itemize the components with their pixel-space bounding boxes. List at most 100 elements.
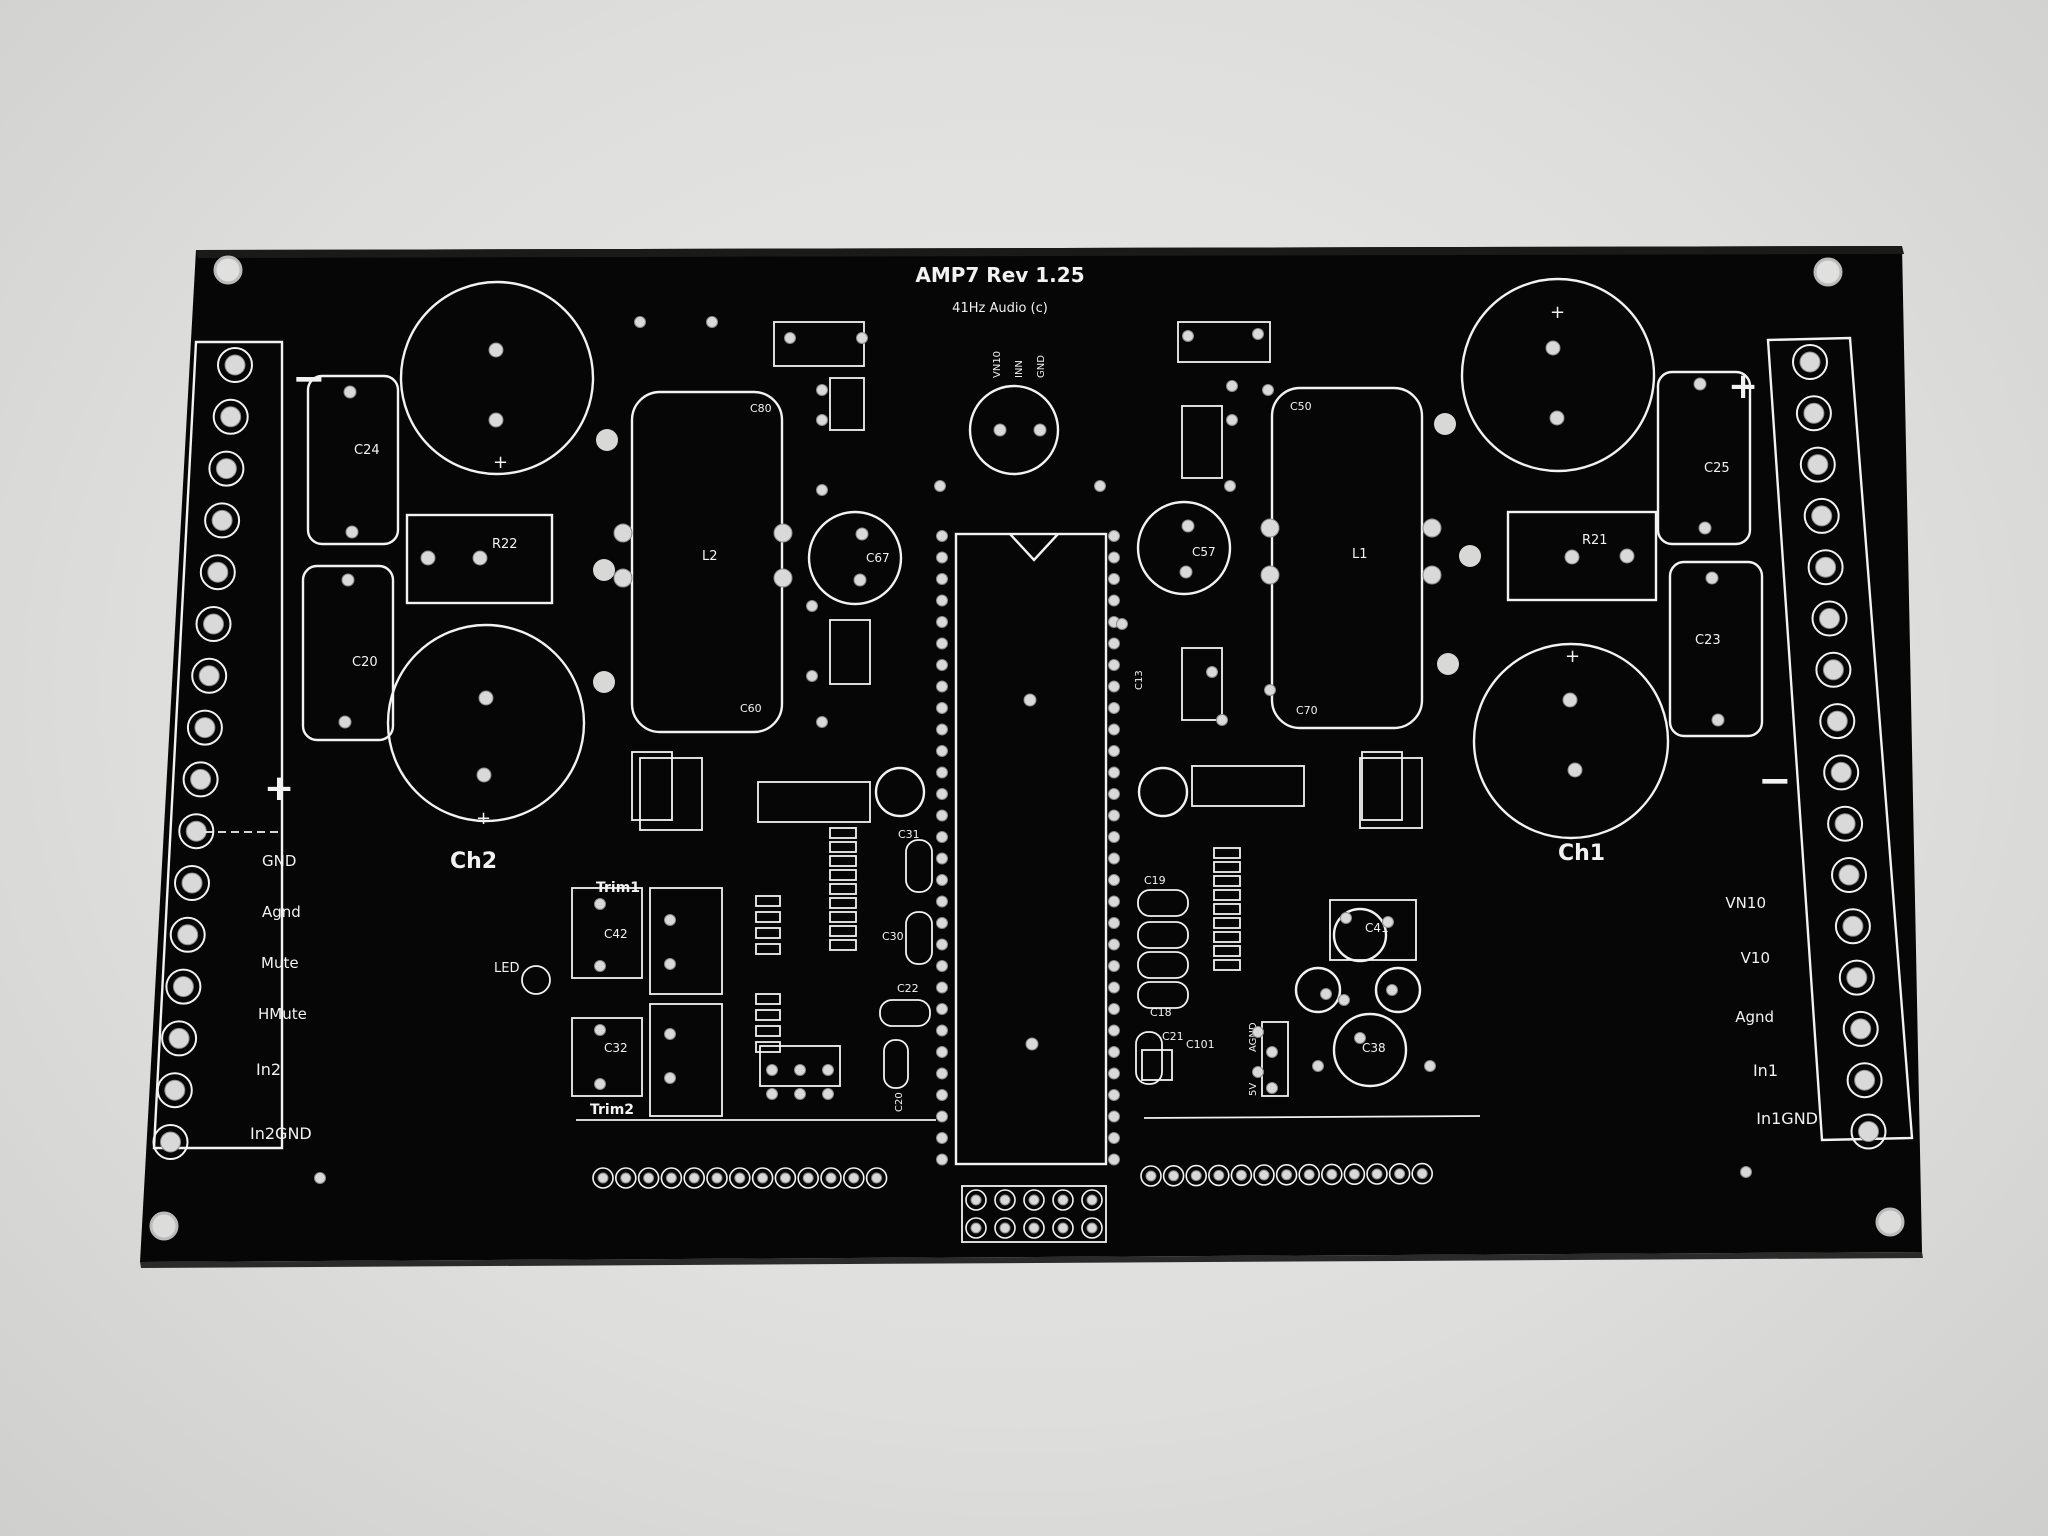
terminal-ring	[1799, 446, 1836, 483]
component-outline	[829, 377, 865, 431]
terminal-label-in1gnd: In1GND	[1756, 1109, 1818, 1128]
terminal-pad	[224, 354, 246, 376]
header-pin	[1028, 1194, 1040, 1206]
terminal-pad	[220, 406, 242, 428]
ic-pin	[936, 895, 948, 908]
terminal-ring	[1850, 1113, 1887, 1150]
terminal-ring	[217, 347, 253, 383]
terminal-label-gnd: GND	[262, 852, 296, 870]
component-outline	[1191, 765, 1305, 807]
ic-pin	[1108, 960, 1120, 972]
via	[594, 1078, 606, 1090]
label-l1: L1	[1352, 547, 1368, 562]
ic-pin	[1108, 551, 1120, 564]
via	[766, 1064, 778, 1076]
terminal-ring	[182, 761, 219, 798]
terminal-pad	[190, 768, 212, 790]
power-minus-right: −	[1758, 758, 1792, 804]
header-pin	[1258, 1169, 1270, 1181]
header-pin	[1190, 1170, 1202, 1182]
terminal-ring	[174, 865, 210, 901]
terminal-pad	[1803, 402, 1825, 424]
header-ring	[865, 1167, 888, 1189]
smd-footprint	[755, 1009, 781, 1021]
terminal-ring	[1834, 908, 1871, 945]
terminal-pad	[1842, 915, 1864, 937]
header-label-5v: 5V	[1248, 1083, 1259, 1096]
via	[1382, 916, 1394, 928]
ic-pin	[1108, 1024, 1120, 1037]
terminal-ring	[178, 813, 215, 850]
header-ring	[1185, 1164, 1207, 1187]
header-ring	[1162, 1165, 1185, 1187]
terminal-pad	[177, 924, 199, 946]
cap-outline	[1137, 921, 1189, 949]
component-outline	[1261, 1021, 1289, 1097]
header-ring	[1343, 1163, 1366, 1185]
ic-pin	[936, 745, 948, 757]
via	[1224, 480, 1236, 492]
smd-footprint	[1213, 861, 1241, 873]
terminal-ring	[169, 916, 206, 953]
terminal-ring	[195, 606, 232, 642]
terminal-pad	[1819, 608, 1840, 629]
main-ic-socket	[936, 530, 1120, 1166]
header-pin	[620, 1172, 632, 1184]
header-pin	[1168, 1170, 1180, 1182]
smd-footprint	[1213, 959, 1241, 971]
label-c80: C80	[750, 402, 772, 415]
via	[664, 958, 676, 970]
terminal-ring	[212, 398, 249, 435]
via	[806, 600, 818, 612]
component-outline	[649, 1003, 723, 1117]
label-c18: C18	[1150, 1006, 1172, 1019]
component-outline	[759, 1045, 841, 1087]
cap-plus-ch2-bottom: +	[476, 808, 491, 829]
ic-pin	[936, 1024, 948, 1037]
via	[784, 332, 796, 344]
header-pin	[1145, 1170, 1157, 1182]
label-c21: C21	[1162, 1030, 1184, 1043]
label-led: LED	[494, 961, 519, 976]
ic-pin	[936, 788, 948, 800]
ic-pin	[1108, 766, 1120, 779]
header-ring	[1275, 1164, 1298, 1186]
header-ring	[965, 1189, 987, 1211]
ic-pin	[936, 938, 948, 951]
terminal-label-in2gnd: In2GND	[250, 1124, 312, 1143]
terminal-ring	[165, 968, 202, 1005]
ic-pin	[936, 831, 948, 843]
via	[1252, 328, 1264, 340]
header-pin	[1394, 1168, 1406, 1180]
smd-footprint	[829, 897, 857, 909]
cap-outline	[905, 911, 933, 965]
ic-pin	[1108, 1132, 1120, 1144]
right-terminal-labels: VN10 V10 Agnd In1 In1GND	[1725, 894, 1818, 1128]
terminal-ring	[161, 1020, 198, 1057]
header-pin	[999, 1222, 1011, 1234]
ic-pin	[936, 874, 948, 886]
small-components	[314, 316, 1752, 1184]
header-ring	[706, 1167, 728, 1189]
board-title: AMP7 Rev 1.25	[915, 263, 1084, 287]
header-ring	[1052, 1189, 1074, 1211]
via	[816, 414, 828, 426]
header-ring	[842, 1167, 865, 1189]
ic-pin	[936, 960, 948, 972]
terminal-ring	[1795, 395, 1832, 432]
via	[1252, 1026, 1264, 1038]
label-c13: C13	[1134, 670, 1145, 690]
cap-outline	[1137, 951, 1189, 979]
label-c20: C20	[352, 655, 378, 670]
smd-footprint	[829, 911, 857, 923]
header-pin	[1303, 1169, 1315, 1181]
ic-pin	[936, 659, 948, 671]
ic-pin	[1108, 981, 1120, 994]
via	[1116, 618, 1128, 630]
header-pin	[1213, 1169, 1225, 1181]
smd-footprint	[829, 925, 857, 937]
terminal-pad	[1807, 454, 1829, 476]
component-outline	[571, 887, 643, 979]
ic-pin	[936, 1067, 948, 1080]
terminal-pad	[215, 458, 237, 480]
